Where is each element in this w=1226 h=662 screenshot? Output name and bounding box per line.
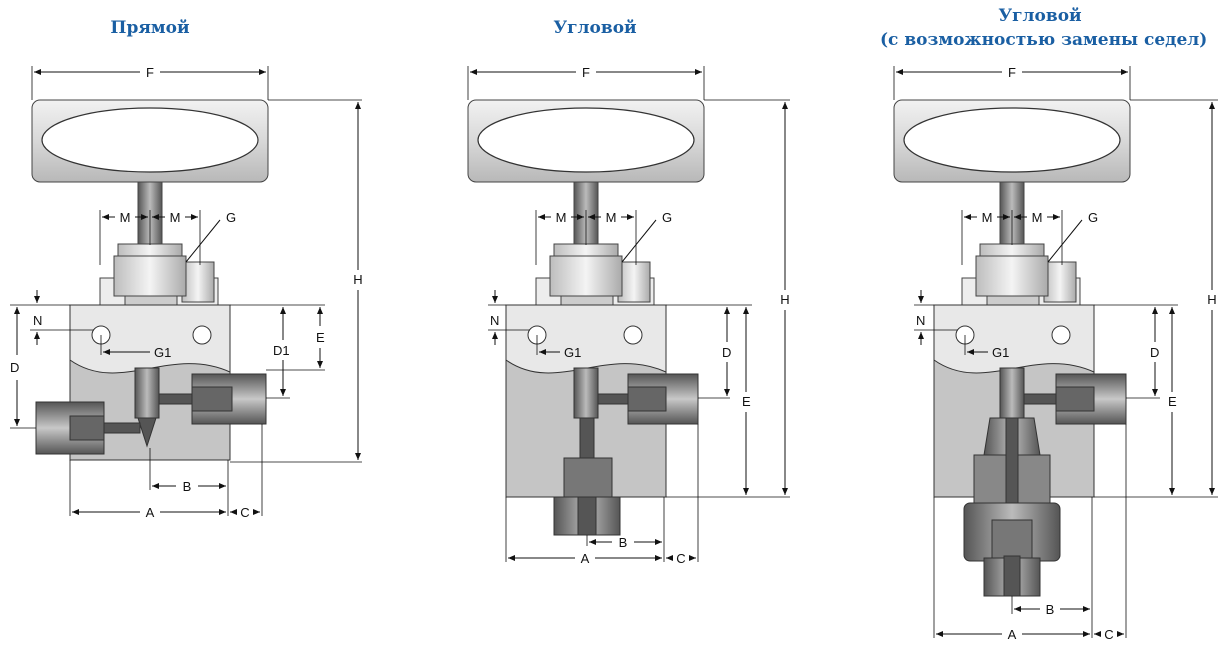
stem-tip [137, 417, 157, 448]
view-subtitle-angle-replaceable: (с возможностью замены седел) [880, 30, 1208, 50]
dim-label-E: E [1168, 394, 1177, 409]
dim-label-N: N [916, 313, 925, 328]
view-title-straight: Прямой [110, 18, 190, 38]
straight-dimensions [10, 66, 362, 516]
angle-valve [467, 99, 705, 536]
dim-label-G1: G1 [992, 345, 1009, 360]
dim-label-G1: G1 [154, 345, 171, 360]
packing-nut [113, 255, 187, 297]
dim-label-G: G [662, 210, 672, 225]
dim-label-N: N [490, 313, 499, 328]
straight-valve [31, 99, 269, 461]
angle-replaceable-dim-labels: F H M M G N G1 D E B A C [916, 65, 1217, 642]
dim-label-A: A [146, 505, 155, 520]
dim-label-G: G [226, 210, 236, 225]
dim-label-F: F [582, 65, 590, 80]
handle-ellipse [903, 107, 1121, 173]
dim-label-H: H [353, 272, 362, 287]
angle-dim-labels: F H M M G N G1 D E B A C [490, 65, 790, 566]
dim-label-B: B [619, 535, 628, 550]
handle-ellipse [477, 107, 695, 173]
lock-nut [617, 261, 651, 303]
valve-stem [134, 367, 160, 419]
dim-label-D: D [1150, 345, 1159, 360]
dim-label-M: M [1032, 210, 1043, 225]
packing-nut [549, 255, 623, 297]
dim-label-C: C [240, 505, 249, 520]
dim-label-B: B [1046, 602, 1055, 617]
dim-label-D: D [10, 360, 19, 375]
handle-ellipse [41, 107, 259, 173]
dim-label-H: H [780, 292, 789, 307]
angle-replaceable-valve [893, 99, 1131, 597]
lock-nut [1043, 261, 1077, 303]
dim-label-M: M [120, 210, 131, 225]
straight-dim-labels: F H M M G N D G1 D1 E B A C [10, 65, 363, 520]
dim-label-N: N [33, 313, 42, 328]
dim-label-G: G [1088, 210, 1098, 225]
dim-label-D: D [722, 345, 731, 360]
view-title-angle-replaceable: Угловой [998, 6, 1082, 26]
dim-label-B: B [183, 479, 192, 494]
view-title-angle: Угловой [553, 18, 637, 38]
dim-label-E: E [316, 330, 325, 345]
dim-label-A: A [1008, 627, 1017, 642]
dim-label-C: C [1104, 627, 1113, 642]
dim-label-E: E [742, 394, 751, 409]
dim-label-M: M [170, 210, 181, 225]
dim-label-M: M [982, 210, 993, 225]
packing-nut [975, 255, 1049, 297]
dim-label-F: F [1008, 65, 1016, 80]
dim-label-G1: G1 [564, 345, 581, 360]
dim-label-F: F [146, 65, 154, 80]
dim-label-A: A [581, 551, 590, 566]
lock-nut [181, 261, 215, 303]
mount-hole [192, 325, 212, 345]
packing-nut-top [117, 243, 183, 257]
bottom-port-thread [563, 457, 613, 499]
dim-label-D1: D1 [273, 343, 290, 358]
dim-label-M: M [556, 210, 567, 225]
dim-label-C: C [676, 551, 685, 566]
angle-dimensions [467, 66, 790, 562]
dim-label-H: H [1207, 292, 1216, 307]
angle-replaceable-dimensions [893, 66, 1218, 638]
dim-label-M: M [606, 210, 617, 225]
